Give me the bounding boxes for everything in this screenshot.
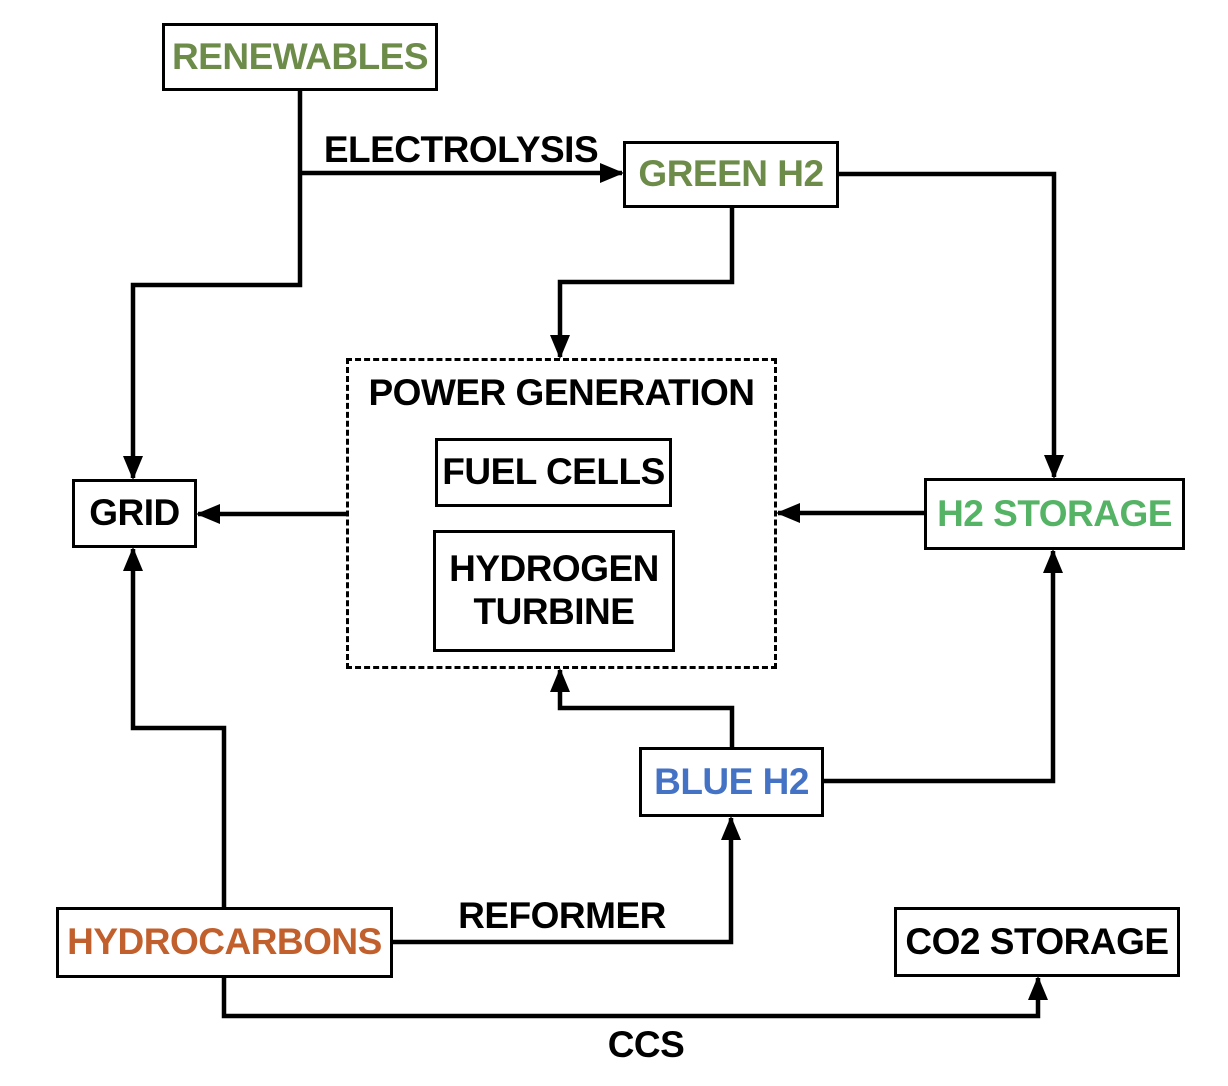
node-green-h2: GREEN H2 <box>623 141 839 208</box>
node-hydrogen-turbine: HYDROGEN TURBINE <box>433 530 675 652</box>
node-hydrocarbons: HYDROCARBONS <box>56 907 393 978</box>
node-co2-storage: CO2 STORAGE <box>894 907 1180 977</box>
edge-ccs-hydrocarbons-to-co2-storage <box>221 976 1048 1019</box>
node-blue-h2-label: BLUE H2 <box>654 760 809 802</box>
node-h2-storage-label: H2 STORAGE <box>937 492 1172 534</box>
node-fuel-cells-label: FUEL CELLS <box>442 451 665 493</box>
edge-blue-h2-to-h2-storage <box>824 549 1063 784</box>
edge-hydrocarbons-to-grid <box>123 547 227 907</box>
edge-label-reformer: REFORMER <box>458 895 666 936</box>
edge-reformer-hydrocarbons-to-blue-h2 <box>393 816 741 945</box>
node-renewables: RENEWABLES <box>162 23 438 91</box>
node-hydrocarbons-label: HYDROCARBONS <box>67 921 382 963</box>
node-green-h2-label: GREEN H2 <box>638 153 824 195</box>
edge-label-ccs: CCS <box>607 1024 685 1065</box>
power-generation-title: POWER GENERATION <box>368 372 756 413</box>
node-renewables-label: RENEWABLES <box>171 35 429 77</box>
edge-green-h2-to-h2-storage <box>839 171 1064 479</box>
node-h2-storage: H2 STORAGE <box>924 478 1185 550</box>
node-grid: GRID <box>72 479 197 548</box>
edge-blue-h2-to-power-generation <box>550 668 735 747</box>
node-blue-h2: BLUE H2 <box>639 747 824 817</box>
edge-renewables-to-grid <box>123 91 303 480</box>
edge-label-electrolysis: ELECTROLYSIS <box>323 129 599 170</box>
node-co2-storage-label: CO2 STORAGE <box>905 920 1169 962</box>
node-grid-label: GRID <box>89 492 180 534</box>
edge-green-h2-to-power-generation <box>550 208 735 359</box>
power-generation-group <box>346 358 777 669</box>
node-fuel-cells: FUEL CELLS <box>435 438 672 507</box>
node-hydrogen-turbine-label: HYDROGEN TURBINE <box>449 548 659 632</box>
